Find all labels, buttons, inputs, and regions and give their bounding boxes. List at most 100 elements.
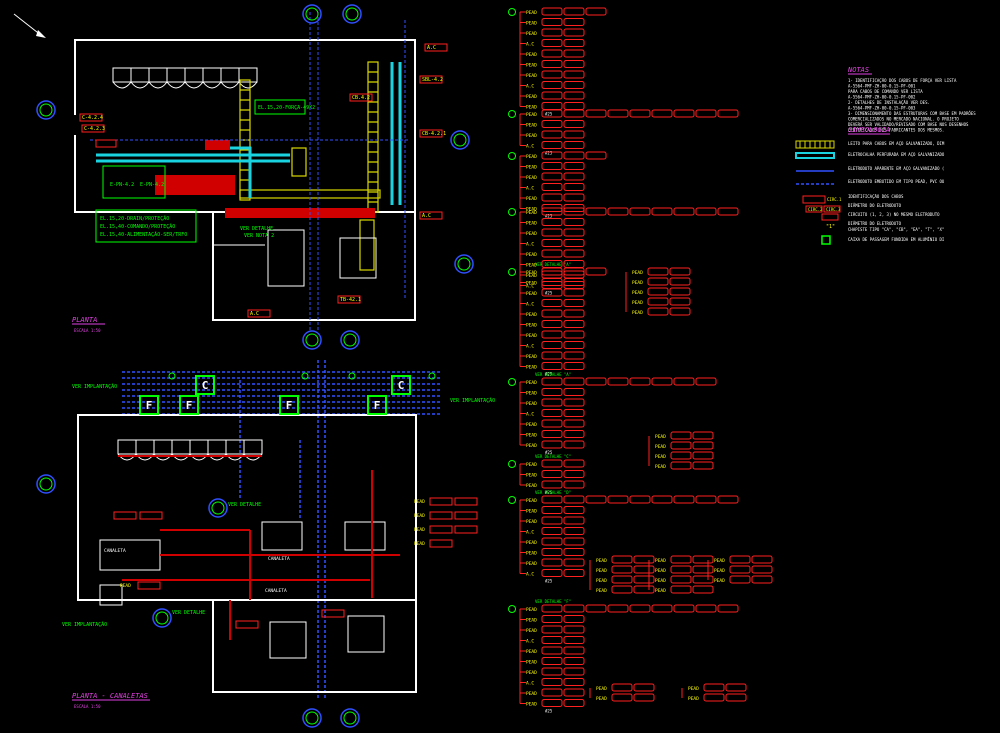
schedule-row-label: A.C xyxy=(526,186,534,192)
schedule-row-label: A.C xyxy=(526,84,534,90)
note-line: 2- DETALHES DE INSTALAÇÃO VER DES. xyxy=(848,100,930,105)
schedule-row-label: PEAD xyxy=(526,618,537,624)
schedule-tag xyxy=(541,109,563,118)
schedule-row-label: PEAD xyxy=(526,462,537,468)
note-line: 1- IDENTIFICAÇÃO DOS CABOS DE FORÇA VER … xyxy=(848,78,957,83)
schedule-tag xyxy=(629,604,651,613)
schedule-row-label: PEAD xyxy=(526,519,537,525)
schedule-row-label: PEAD xyxy=(655,444,666,450)
schedule-tag xyxy=(541,636,563,644)
schedule-tag xyxy=(541,506,563,514)
schedule-tag xyxy=(725,683,747,692)
schedule-tag xyxy=(669,287,691,296)
schedule-tag xyxy=(541,70,563,79)
schedule-row-label: PEAD xyxy=(526,10,537,16)
schedule-row-label: PEAD xyxy=(526,112,537,118)
schedule-tag xyxy=(725,693,747,702)
schedule-tag xyxy=(541,249,563,258)
schedule-tag xyxy=(670,441,692,450)
schedule-tag xyxy=(633,683,655,692)
legend-line: LEITO PARA CABOS EM AÇO GALVANIZADO, DIM xyxy=(848,141,945,146)
schedule-tag xyxy=(717,604,739,613)
schedule-tag xyxy=(563,377,585,386)
schedule-row-label: A.C xyxy=(526,344,534,350)
schedule-tag xyxy=(692,575,714,584)
schedule-tag xyxy=(563,299,585,307)
schedule-tag xyxy=(669,267,691,276)
schedule-tag xyxy=(673,207,695,216)
schedule-row-label: PEAD xyxy=(526,498,537,504)
schedule-tag xyxy=(541,470,563,478)
schedule-row-label: PEAD xyxy=(526,291,537,297)
schedule-row-label: A.C xyxy=(526,302,534,308)
schedule-tag xyxy=(563,278,585,286)
bottom-plan-title: PLANTA - CANALETAS xyxy=(72,692,148,700)
schedule-tag xyxy=(563,688,585,697)
equipment-f-4: F xyxy=(374,399,381,412)
schedule-tag xyxy=(541,28,563,37)
schedule-tag xyxy=(651,377,673,386)
svg-text:PEAD: PEAD xyxy=(414,527,425,533)
schedule-tag xyxy=(541,495,563,504)
schedule-tag xyxy=(541,7,563,16)
schedule-tag xyxy=(692,565,714,574)
schedule-diameter: #25 xyxy=(545,214,553,219)
schedule-tag xyxy=(695,207,717,216)
schedule-tag xyxy=(563,569,585,577)
schedule-row-label: PEAD xyxy=(596,578,607,584)
schedule-row-label: PEAD xyxy=(526,422,537,428)
schedule-row-label: PEAD xyxy=(632,270,643,276)
svg-text:PEAD: PEAD xyxy=(120,583,131,589)
schedule-tag xyxy=(563,548,585,556)
schedule-tag xyxy=(633,565,655,574)
schedule-tag xyxy=(563,7,585,16)
schedule-detail-label: VER DETALHE "C" xyxy=(535,454,571,459)
schedule-row-label: PEAD xyxy=(526,649,537,655)
schedule-detail-label: VER DETALHE "A" xyxy=(535,372,571,377)
schedule-tag xyxy=(563,39,585,47)
legend-line: ELETRODUTO APARENTE EM AÇO GALVANIZADO ( xyxy=(848,166,944,171)
note-line: A-5564-PMF-ZH-00-0.15-PF-001 xyxy=(848,84,916,89)
schedule-tag xyxy=(729,555,751,564)
svg-text:SBL-4.2: SBL-4.2 xyxy=(422,77,443,83)
circuit-schedule: PEAD PEAD PEAD A.C PEAD PEAD PEAD A.C PEAD PEAD #2… xyxy=(508,7,773,714)
schedule-tag xyxy=(541,228,563,237)
schedule-tag xyxy=(611,565,633,574)
top-plan-scale: ESCALA 1:50 xyxy=(74,328,101,333)
schedule-tag xyxy=(607,109,629,118)
schedule-tag xyxy=(563,646,585,655)
schedule-tag xyxy=(563,162,585,170)
schedule-tag xyxy=(611,683,633,692)
schedule-tag xyxy=(629,207,651,216)
schedule-tag xyxy=(563,183,585,191)
schedule-tag xyxy=(541,459,563,468)
schedule-row-label: PEAD xyxy=(655,588,666,594)
schedule-tag xyxy=(692,441,714,450)
svg-text:A.C: A.C xyxy=(250,311,259,317)
svg-text:A.C: A.C xyxy=(427,45,436,51)
schedule-row-label: PEAD xyxy=(526,281,537,287)
schedule-tag xyxy=(541,440,563,449)
schedule-tag xyxy=(717,207,739,216)
schedule-tag xyxy=(563,49,585,58)
schedule-tag xyxy=(563,678,585,686)
canaleta-label-1: CANALETA xyxy=(265,588,287,594)
schedule-tag xyxy=(541,377,563,386)
schedule-tag xyxy=(541,419,563,428)
schedule-tag xyxy=(541,548,563,556)
schedule-tag xyxy=(651,109,673,118)
schedule-tag xyxy=(563,667,585,676)
schedule-tag xyxy=(563,151,585,160)
schedule-tag xyxy=(541,480,563,489)
schedule-row-label: PEAD xyxy=(526,561,537,567)
schedule-tag xyxy=(585,151,607,160)
schedule-tag xyxy=(563,207,585,216)
schedule-row-label: PEAD xyxy=(526,312,537,318)
schedule-tag xyxy=(563,388,585,396)
schedule-tag xyxy=(751,555,773,564)
schedule-tag xyxy=(607,207,629,216)
schedule-tag xyxy=(541,91,563,100)
schedule-row-label: PEAD xyxy=(526,333,537,339)
schedule-row-label: PEAD xyxy=(526,551,537,557)
schedule-tag xyxy=(541,430,563,438)
